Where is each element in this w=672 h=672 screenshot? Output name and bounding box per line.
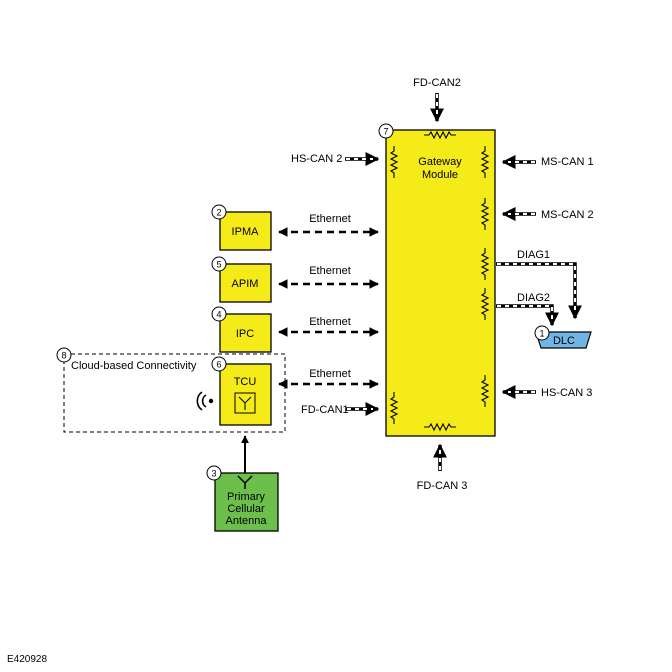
antenna-label-line2: Cellular bbox=[227, 503, 265, 515]
ipma-label: IPMA bbox=[232, 226, 260, 238]
fd-can3-label: FD-CAN 3 bbox=[417, 480, 468, 492]
antenna-symbol-icon bbox=[237, 475, 253, 489]
tcu-box bbox=[219, 363, 272, 426]
resistor-top bbox=[424, 130, 456, 140]
tcu-number-badge: 6 bbox=[211, 356, 227, 372]
wireless-signal-icon bbox=[196, 391, 214, 411]
ipc-label: IPC bbox=[236, 328, 254, 340]
svg-text:7: 7 bbox=[383, 127, 388, 137]
resistor-left-bottom bbox=[389, 392, 399, 424]
ipma-box bbox=[219, 211, 272, 251]
apim-box bbox=[219, 263, 272, 303]
gateway-label-line2: Module bbox=[422, 169, 458, 181]
resistor-bottom bbox=[424, 422, 456, 432]
svg-text:8: 8 bbox=[61, 351, 66, 361]
apim-number-badge: 5 bbox=[211, 256, 227, 272]
gateway-label-line1: Gateway bbox=[418, 156, 462, 168]
ms-can1-label: MS-CAN 1 bbox=[541, 156, 594, 168]
antenna-label-line3: Antenna bbox=[226, 515, 268, 527]
resistor-right-4 bbox=[480, 288, 490, 320]
svg-text:3: 3 bbox=[211, 469, 216, 479]
svg-text:6: 6 bbox=[216, 360, 221, 370]
tcu-antenna-port-icon bbox=[234, 392, 256, 414]
resistor-right-1 bbox=[480, 146, 490, 178]
ms-can2-label: MS-CAN 2 bbox=[541, 209, 594, 221]
hs-can2-label: HS-CAN 2 bbox=[291, 153, 342, 165]
diag1-connector bbox=[496, 262, 582, 320]
ipc-number-badge: 4 bbox=[211, 306, 227, 322]
ethernet-label-ipma: Ethernet bbox=[309, 213, 351, 225]
resistor-right-2 bbox=[480, 198, 490, 230]
hs-can3-label: HS-CAN 3 bbox=[541, 387, 592, 399]
ethernet-label-tcu: Ethernet bbox=[309, 368, 351, 380]
fd-can2-label: FD-CAN2 bbox=[413, 77, 461, 89]
cloud-number-badge: 8 bbox=[56, 347, 72, 363]
gateway-number-badge: 7 bbox=[378, 123, 394, 139]
figure-id: E420928 bbox=[7, 654, 47, 665]
antenna-number-badge: 3 bbox=[206, 465, 222, 481]
resistor-right-5 bbox=[480, 375, 490, 407]
cloud-connectivity-label: Cloud-based Connectivity bbox=[71, 360, 197, 372]
gateway-module-box bbox=[385, 129, 496, 437]
fd-can1-label: FD-CAN1 bbox=[301, 404, 349, 416]
cloud-connectivity-region bbox=[63, 353, 286, 433]
svg-text:5: 5 bbox=[216, 260, 221, 270]
antenna-box bbox=[214, 472, 279, 532]
ipma-number-badge: 2 bbox=[211, 204, 227, 220]
dlc-connector bbox=[535, 331, 592, 349]
dlc-number-badge: 1 bbox=[534, 325, 550, 341]
resistor-right-3 bbox=[480, 248, 490, 280]
svg-text:1: 1 bbox=[539, 329, 544, 339]
ethernet-label-ipc: Ethernet bbox=[309, 316, 351, 328]
dlc-label: DLC bbox=[553, 335, 575, 347]
tcu-label: TCU bbox=[234, 376, 257, 388]
svg-text:4: 4 bbox=[216, 310, 221, 320]
diag2-connector bbox=[496, 304, 559, 327]
ipc-box bbox=[219, 313, 272, 353]
ethernet-label-apim: Ethernet bbox=[309, 265, 351, 277]
apim-label: APIM bbox=[232, 278, 259, 290]
antenna-label-line1: Primary bbox=[227, 491, 265, 503]
resistor-left-top bbox=[389, 146, 399, 178]
svg-text:2: 2 bbox=[216, 208, 221, 218]
diag1-label: DIAG1 bbox=[517, 249, 550, 261]
diag2-label: DIAG2 bbox=[517, 292, 550, 304]
